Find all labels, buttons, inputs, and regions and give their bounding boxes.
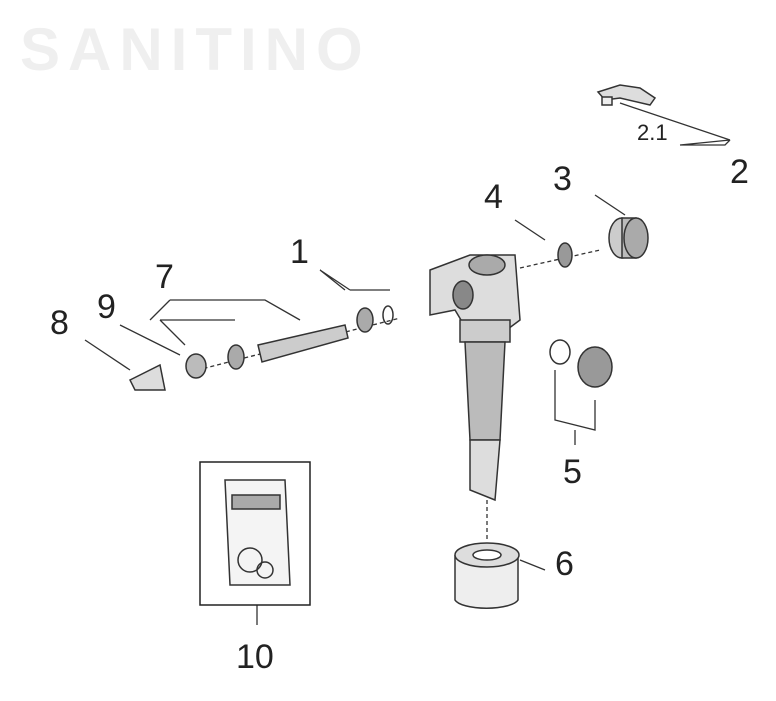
part-2-clip — [596, 84, 657, 106]
label-3: 3 — [553, 160, 572, 198]
label-4: 4 — [484, 178, 503, 216]
label-5: 5 — [563, 453, 582, 491]
part-4-washer — [557, 242, 573, 268]
part-6-sleeve — [454, 542, 520, 609]
label-9: 9 — [97, 288, 116, 326]
leader-lines — [84, 102, 731, 625]
label-1: 1 — [290, 233, 309, 271]
part-1-nut-washer — [356, 305, 394, 333]
watermark: SANITINO — [20, 16, 371, 83]
part-10-bag — [199, 461, 311, 606]
label-6: 6 — [555, 545, 574, 583]
valve-body — [429, 254, 521, 502]
label-2-1: 2.1 — [637, 120, 668, 145]
part-9-nut — [185, 353, 207, 379]
part-8-cap — [128, 363, 166, 391]
label-7: 7 — [155, 258, 174, 296]
part-5-filter — [549, 339, 613, 388]
label-10: 10 — [236, 638, 274, 676]
part-7-threaded-rod — [227, 324, 349, 370]
label-2: 2 — [730, 153, 749, 191]
part-3-nut — [608, 217, 649, 259]
label-8: 8 — [50, 304, 69, 342]
